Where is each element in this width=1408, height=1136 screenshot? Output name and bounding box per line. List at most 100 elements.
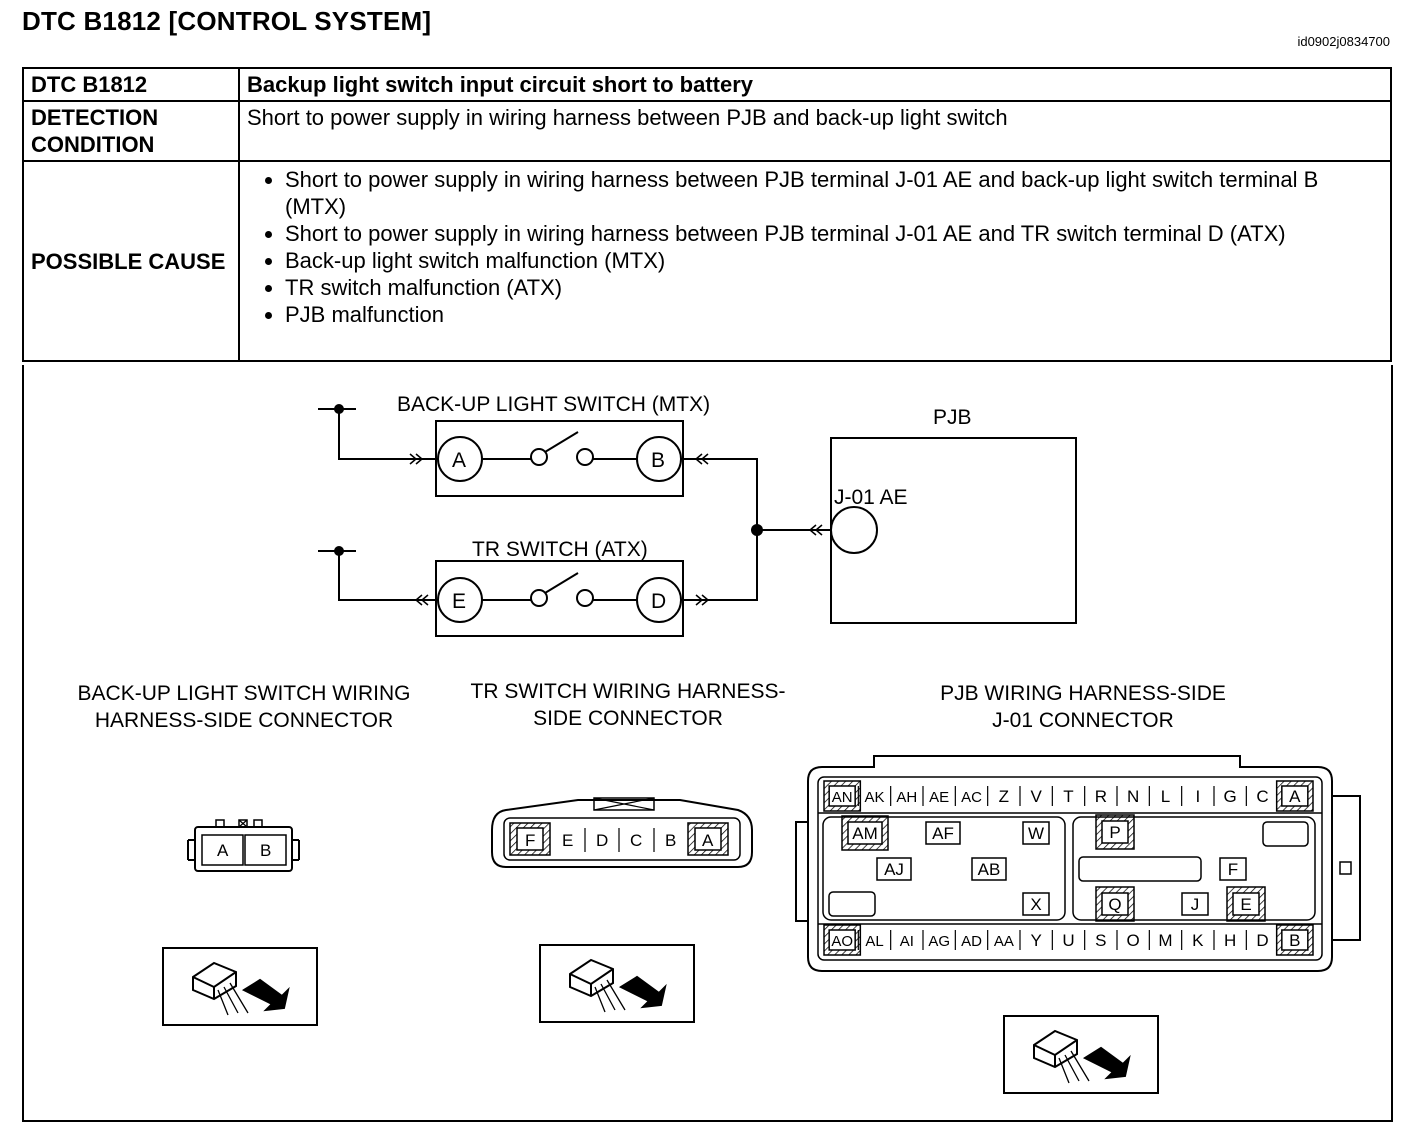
pjb-pin-label: AD [961, 933, 982, 950]
probe-illustration [162, 947, 318, 1026]
pin-box [828, 785, 856, 807]
pjb-pin-label: W [1028, 824, 1044, 843]
pin-box [1281, 929, 1309, 951]
backup-connector-title-line2: HARNESS-SIDE CONNECTOR [95, 709, 393, 732]
pjb-pin-label: H [1224, 931, 1236, 950]
pin-box [876, 857, 912, 881]
pjb-pin-label: A [1289, 787, 1301, 806]
tr-pin: D [596, 831, 608, 850]
switch-contact [544, 431, 579, 453]
pjb-terminal-label: J-01 AE [834, 486, 908, 509]
pjb-pin-label: U [1062, 931, 1074, 950]
pjb-terminal-circle [830, 506, 878, 554]
tr-connector-title: TR SWITCH WIRING HARNESS- [471, 680, 786, 703]
terminal-a-label: A [452, 449, 466, 472]
pin-box [1281, 785, 1309, 807]
document-id: id0902j0834700 [1297, 34, 1390, 49]
ground-junction [334, 404, 344, 414]
pjb-pin-label: AB [978, 860, 1001, 879]
pin-box [828, 929, 856, 951]
detection-condition-header: DETECTION CONDITION [22, 100, 240, 162]
table-row-detection: DETECTION CONDITION Short to power suppl… [22, 100, 1392, 162]
terminal-e-label: E [452, 590, 466, 613]
pjb-pin-label: P [1109, 823, 1120, 842]
possible-cause-list: Short to power supply in wiring harness … [247, 166, 1383, 328]
switch-contact [544, 572, 579, 594]
wire-junction [751, 524, 763, 536]
probe-illustration [1003, 1015, 1159, 1094]
dtc-info-table: DTC B1812 Backup light switch input circ… [22, 67, 1392, 362]
pjb-connector-title-line2: J-01 CONNECTOR [992, 709, 1174, 732]
pjb-pin-label: F [1228, 860, 1238, 879]
pin-box [1101, 892, 1129, 916]
dtc-code-header: DTC B1812 [22, 67, 240, 102]
backup-connector-title: BACK-UP LIGHT SWITCH WIRING [78, 682, 411, 705]
pjb-pin-label: D [1256, 931, 1268, 950]
pjb-label: PJB [933, 406, 972, 429]
pin-box [925, 821, 961, 845]
tr-connector [491, 797, 753, 868]
pjb-pin-label: N [1127, 787, 1139, 806]
pjb-pin-label: T [1063, 787, 1073, 806]
pjb-pin-label: L [1161, 787, 1170, 806]
pjb-pin-label: X [1030, 895, 1041, 914]
pjb-pin-label: M [1158, 931, 1172, 950]
probe-illustration [539, 944, 695, 1023]
pin-box [971, 857, 1007, 881]
list-item: Short to power supply in wiring harness … [285, 220, 1383, 247]
possible-cause-cell: Short to power supply in wiring harness … [238, 160, 1392, 362]
pjb-pin-label: AH [896, 789, 917, 806]
backup-pin-b: B [260, 841, 271, 860]
pjb-pin-label: G [1224, 787, 1237, 806]
pjb-pin-label: AN [832, 789, 853, 806]
tr-pin: E [562, 831, 573, 850]
list-item: Back-up light switch malfunction (MTX) [285, 247, 1383, 274]
pjb-pin-label: O [1127, 931, 1140, 950]
pjb-pin-label: AL [865, 933, 883, 950]
pjb-pin-label: K [1192, 931, 1204, 950]
tr-pin: C [630, 831, 642, 850]
pjb-pin-label: Q [1108, 895, 1121, 914]
pin-box [1022, 821, 1050, 845]
pjb-pin-label: AK [864, 789, 884, 806]
table-row-cause: POSSIBLE CAUSE Short to power supply in … [22, 160, 1392, 362]
table-row-dtc: DTC B1812 Backup light switch input circ… [22, 67, 1392, 102]
tr-pin: B [665, 831, 676, 850]
tr-pin: F [525, 831, 535, 850]
pin-box [1219, 857, 1247, 881]
tr-switch-box [435, 560, 684, 637]
pjb-pin-label: S [1095, 931, 1106, 950]
pjb-pin-label: AA [994, 933, 1014, 950]
page-title: DTC B1812 [CONTROL SYSTEM] [22, 6, 432, 36]
diagram-frame [22, 365, 1393, 1122]
pjb-pin-label: AG [928, 933, 950, 950]
tr-connector-title-line2: SIDE CONNECTOR [533, 707, 723, 730]
detection-condition-text: Short to power supply in wiring harness … [238, 100, 1392, 162]
pjb-pin-label: R [1095, 787, 1107, 806]
pjb-pin-label: V [1030, 787, 1042, 806]
tr-switch [435, 560, 684, 637]
dtc-description: Backup light switch input circuit short … [238, 67, 1392, 102]
pjb-connector [795, 755, 1361, 972]
pjb-pin-label: Y [1030, 931, 1041, 950]
pjb-pin-label: AF [932, 824, 954, 843]
list-item: TR switch malfunction (ATX) [285, 274, 1383, 301]
terminal-b-label: B [651, 449, 665, 472]
pjb-pin-label: C [1256, 787, 1268, 806]
pjb-pin-label: E [1240, 895, 1251, 914]
backup-pin-a: A [217, 841, 229, 860]
pjb-pin-label: AO [831, 933, 853, 950]
pin-box [1101, 820, 1129, 844]
backup-connector [187, 819, 300, 872]
pin-box [847, 821, 883, 845]
pjb-pin-label: AE [929, 789, 949, 806]
backup-switch-label: BACK-UP LIGHT SWITCH (MTX) [397, 393, 710, 416]
pjb-pin-label: AC [961, 789, 982, 806]
list-item: Short to power supply in wiring harness … [285, 166, 1383, 220]
possible-cause-header: POSSIBLE CAUSE [22, 160, 240, 362]
pin-box [1181, 892, 1209, 916]
